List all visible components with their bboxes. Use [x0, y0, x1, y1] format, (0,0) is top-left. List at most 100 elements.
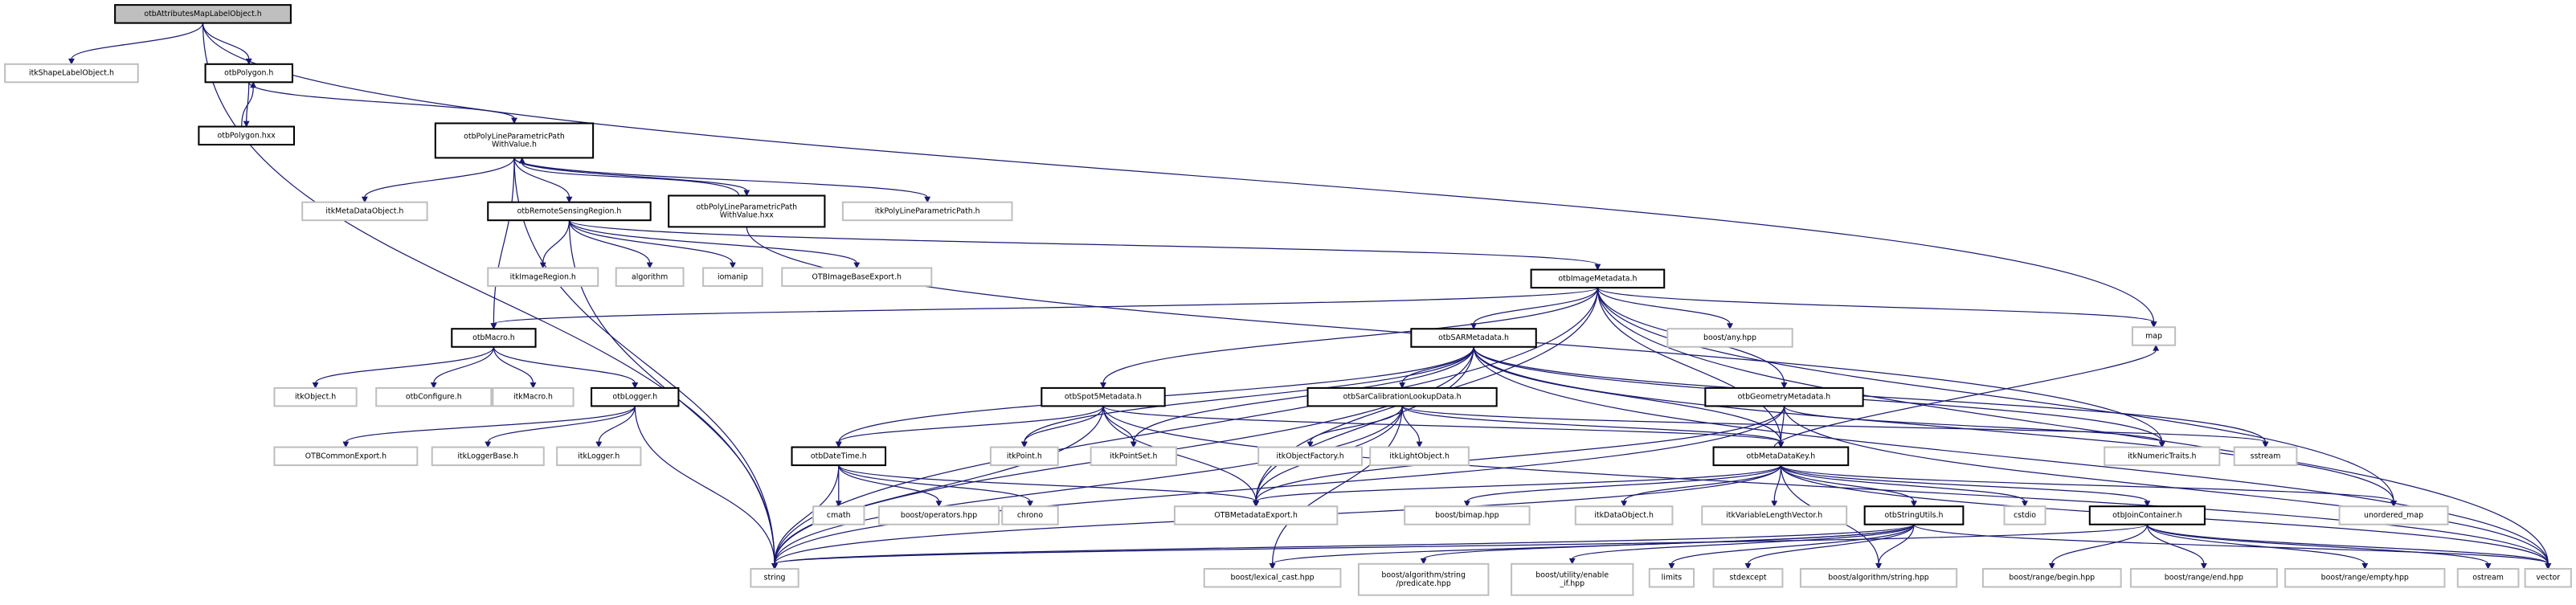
edge-otb-string-utils-to-string — [774, 524, 1915, 565]
node-box — [1666, 328, 1793, 348]
node-label: otbConfigure.h — [406, 393, 462, 402]
node-otb-polygon-h[interactable]: otbPolygon.h — [204, 63, 293, 84]
edge-otb-image-metadata-to-unordered-map — [1597, 288, 2394, 502]
node-box — [1357, 562, 1490, 596]
node-otb-join-container[interactable]: otbJoinContainer.h — [2088, 505, 2206, 525]
node-box — [615, 267, 685, 288]
node-box — [1511, 562, 1634, 596]
node-itk-object-factory: itkObjectFactory.h — [1257, 446, 1364, 467]
node-boost-bimap: boost/bimap.hpp — [1404, 505, 1531, 525]
node-boost-lexical-cast: boost/lexical_cast.hpp — [1203, 567, 1342, 588]
node-ostream: ostream — [2456, 567, 2520, 588]
node-label: chrono — [1017, 511, 1043, 520]
edge-otb-meta-data-key-to-otb-join-container — [1780, 464, 2148, 502]
node-box — [198, 125, 296, 146]
node-label: otbGeometryMetadata.h — [1738, 393, 1831, 402]
node-label: unordered_map — [2364, 511, 2423, 520]
node-otb-logger[interactable]: otbLogger.h — [591, 386, 680, 407]
node-string: string — [750, 567, 799, 588]
node-otb-macro[interactable]: otbMacro.h — [451, 328, 537, 348]
node-label: itkVariableLengthVector.h — [1726, 511, 1822, 520]
edge-otb-logger-to-itk-logger-base — [487, 406, 636, 443]
edge-otb-image-metadata-to-otb-spot5metadata — [1102, 288, 1599, 383]
node-label: algorithm — [632, 272, 668, 281]
edge-otb-spot5metadata-to-vector — [1102, 406, 2549, 564]
node-box — [989, 446, 1059, 467]
edge-otb-sarmetadata-to-itk-point-set — [1133, 346, 1474, 443]
edge-otb-sarmetadata-to-itk-point — [1024, 346, 1474, 443]
node-otb-string-utils[interactable]: otbStringUtils.h — [1863, 505, 1965, 525]
node-box — [1799, 567, 1958, 588]
edge-otb-string-utils-to-limits — [1670, 524, 1915, 565]
node-label: otbPolyLineParametricPath — [696, 202, 797, 211]
node-itk-meta-data-object: itkMetaDataObject.h — [301, 201, 428, 222]
edge-otb-meta-data-key-to-otb-string-utils — [1780, 464, 1915, 502]
node-label: itkMacro.h — [513, 393, 553, 402]
edge-otb-string-utils-to-boost-algo-string — [1878, 524, 1915, 564]
edge-otb-geometry-metadata-to-vector — [1783, 406, 2549, 564]
node-otb-remote-sensing-region[interactable]: otbRemoteSensingRegion.h — [487, 201, 652, 222]
node-otb-polygon-hxx[interactable]: otbPolygon.hxx — [198, 125, 296, 146]
node-stdexcept: stdexcept — [1712, 567, 1784, 588]
node-box — [2104, 446, 2221, 467]
node-itk-variable-length-vector: itkVariableLengthVector.h — [1701, 505, 1848, 525]
edge-otb-macro-to-itk-object — [314, 346, 495, 384]
node-box — [1574, 505, 1674, 525]
node-otb-geometry-metadata[interactable]: otbGeometryMetadata.h — [1704, 386, 1864, 407]
node-box — [4, 63, 139, 84]
node-label: itkPolyLineParametricPath.h — [875, 206, 980, 215]
edge-otb-join-container-to-vector — [2146, 524, 2549, 565]
node-itk-point-set: itkPointSet.h — [1090, 446, 1177, 467]
node-label: otbPolygon.h — [224, 69, 273, 78]
edge-otb-string-utils-to-boost-enable-if — [1572, 524, 1915, 560]
node-box — [702, 267, 763, 288]
edge-otb-image-metadata-to-otb-sarmetadata — [1473, 287, 1599, 325]
node-box — [431, 446, 545, 467]
edge-otb-image-metadata-to-map — [1597, 287, 2155, 323]
edge-otb-join-container-to-boost-range-begin — [2051, 524, 2148, 565]
node-otb-sarmetadata[interactable]: otbSARMetadata.h — [1410, 328, 1537, 348]
node-root[interactable]: otbAttributesMapLabelObject.h — [114, 4, 292, 24]
node-otb-spot5metadata[interactable]: otbSpot5Metadata.h — [1041, 386, 1166, 407]
edge-otb-remote-sensing-region-to-algorithm — [568, 220, 651, 264]
node-label: boost/algorithm/string — [1381, 571, 1466, 580]
edge-otb-join-container-to-boost-range-end — [2146, 524, 2205, 564]
node-boost-range-begin: boost/range/begin.hpp — [1981, 567, 2122, 588]
node-otb-image-metadata[interactable]: otbImageMetadata.h — [1530, 268, 1666, 289]
node-box — [451, 328, 537, 348]
edge-otb-geometry-metadata-to-otb-meta-data-key — [1780, 406, 1785, 443]
node-label: otbSARMetadata.h — [1438, 333, 1509, 342]
node-algorithm: algorithm — [615, 267, 685, 288]
node-box — [1410, 328, 1537, 348]
edge-otb-spot5metadata-to-otb-date-time — [838, 406, 1104, 443]
edge-otb-remote-sensing-region-to-iomanip — [568, 220, 734, 264]
node-itk-data-object: itkDataObject.h — [1574, 505, 1674, 525]
node-otb-sar-calibration-lookup-data[interactable]: otbSarCalibrationLookupData.h — [1306, 386, 1498, 407]
edge-otb-sarmetadata-to-vector — [1473, 346, 2549, 564]
edge-otb-join-container-to-string — [774, 524, 2148, 565]
node-box — [273, 446, 419, 467]
node-map: map — [2131, 326, 2177, 346]
node-label: otbPolyLineParametricPath — [464, 132, 565, 141]
node-otb-meta-data-key[interactable]: otbMetaDataKey.h — [1712, 446, 1850, 467]
node-label: OTBCommonExport.h — [305, 452, 386, 460]
node-label: OTBMetadataExport.h — [1214, 511, 1298, 520]
edge-otb-meta-data-key-to-boost-bimap — [1466, 464, 1782, 502]
node-box — [301, 201, 428, 222]
edge-otb-poly-line-ppwv-h-to-itk-poly-line-parametric-path — [513, 157, 928, 198]
node-label: itkDataObject.h — [1594, 511, 1654, 520]
node-label: otbSpot5Metadata.h — [1065, 393, 1142, 402]
node-box — [791, 446, 887, 467]
node-box — [2233, 446, 2298, 467]
node-cmath: cmath — [812, 505, 865, 525]
edge-otb-sarmetadata-to-unordered-map — [1473, 346, 2394, 502]
node-label: otbJoinContainer.h — [2112, 511, 2181, 520]
node-otb-date-time[interactable]: otbDateTime.h — [791, 446, 887, 467]
node-label: iomanip — [718, 272, 748, 281]
node-box — [1090, 446, 1177, 467]
node-label: otbImageMetadata.h — [1558, 274, 1637, 283]
edge-otb-meta-data-key-to-cstdio — [1780, 464, 2026, 502]
node-label: otbPolygon.hxx — [218, 131, 276, 140]
